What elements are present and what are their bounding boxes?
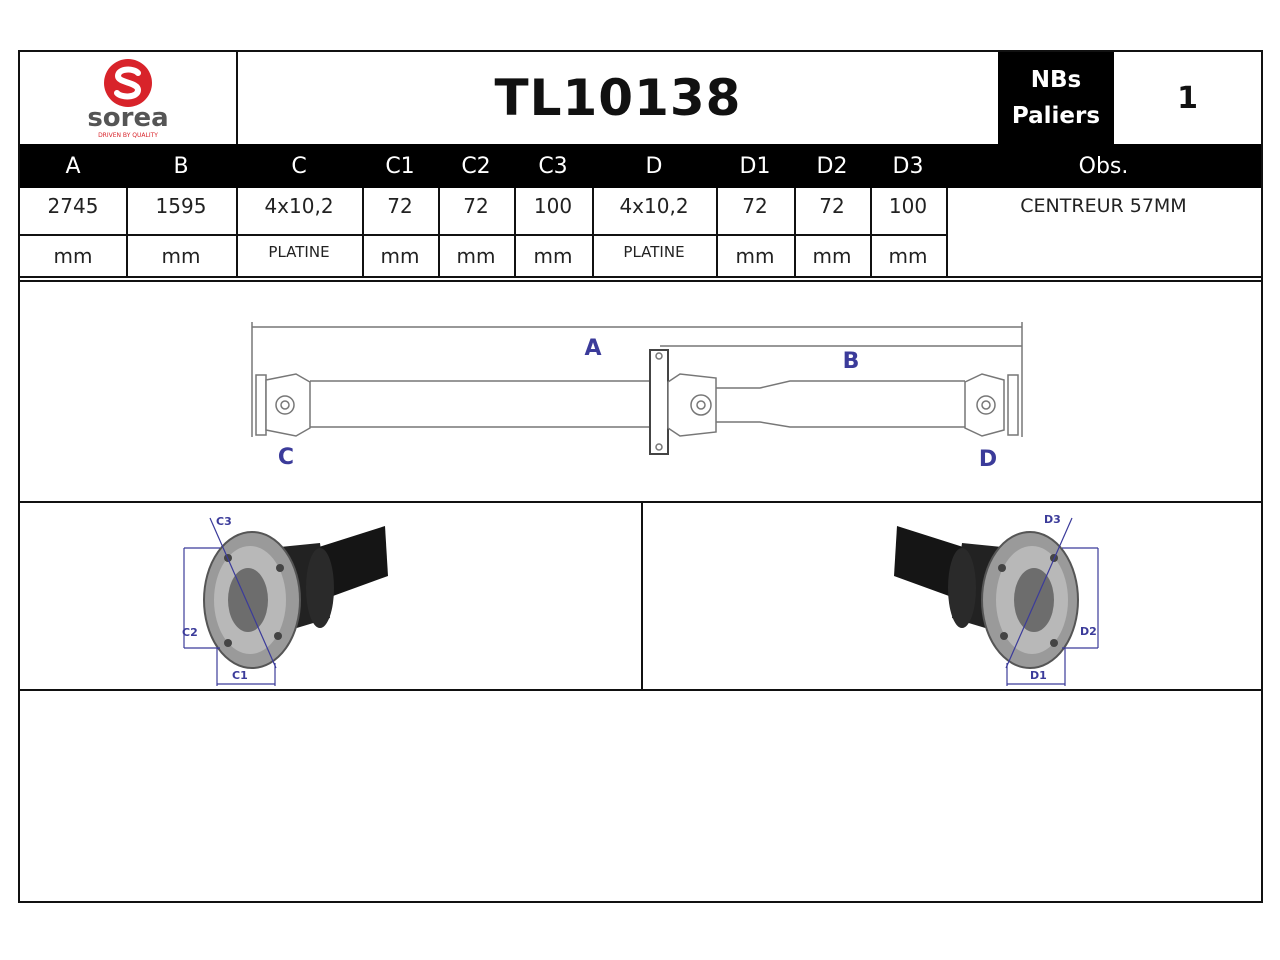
- label-d1: D1: [1030, 669, 1047, 682]
- col-header-d3: D3: [870, 144, 946, 188]
- value-obs: CENTREUR 57MM: [1020, 195, 1187, 217]
- value-c3: 100: [533, 194, 573, 218]
- brand-name: sorea: [87, 103, 168, 133]
- value-c: 4x10,2: [264, 194, 334, 218]
- label-d3: D3: [1044, 513, 1061, 526]
- label-c2: C2: [182, 626, 198, 639]
- col-header-c: C: [236, 144, 362, 188]
- shaft-diagram: A B C D: [251, 322, 1023, 472]
- col-header-obs: Obs.: [946, 144, 1261, 188]
- part-number: TL10138: [494, 69, 742, 127]
- unit-d2: mm: [812, 244, 852, 268]
- brand-tagline: DRIVEN BY QUALITY: [98, 132, 158, 139]
- bearings-label: NBs Paliers: [998, 52, 1114, 144]
- label-c3: C3: [216, 515, 232, 528]
- value-d3: 100: [888, 194, 928, 218]
- col-header-d2: D2: [794, 144, 870, 188]
- col-header-c2: C2: [438, 144, 514, 188]
- label-c1: C1: [232, 669, 248, 682]
- col-header-c1: C1: [362, 144, 438, 188]
- right-flange-illustration: D3 D2 D1: [894, 513, 1099, 686]
- col-header-c3: C3: [514, 144, 592, 188]
- logo: sorea DRIVEN BY QUALITY: [20, 52, 236, 144]
- col-header-d: D: [592, 144, 716, 188]
- spec-sheet-frame: [18, 50, 1263, 903]
- unit-b: mm: [161, 244, 201, 268]
- label-d: D: [979, 447, 997, 472]
- unit-d: PLATINE: [623, 243, 685, 261]
- left-flange-illustration: C3 C2 C1: [182, 515, 388, 686]
- unit-a: mm: [53, 244, 93, 268]
- col-header-d1: D1: [716, 144, 794, 188]
- label-c: C: [278, 445, 294, 470]
- value-c2: 72: [463, 194, 489, 218]
- unit-c: PLATINE: [268, 243, 330, 261]
- value-d1: 72: [742, 194, 768, 218]
- value-d: 4x10,2: [619, 194, 689, 218]
- bearings-value: 1: [1177, 80, 1198, 116]
- value-a: 2745: [47, 194, 99, 218]
- unit-c1: mm: [380, 244, 420, 268]
- col-header-b: B: [126, 144, 236, 188]
- unit-d1: mm: [735, 244, 775, 268]
- col-header-a: A: [20, 144, 126, 188]
- bearings-label-line1: NBs: [1030, 67, 1082, 93]
- bearings-label-line2: Paliers: [1011, 103, 1101, 129]
- value-d2: 72: [819, 194, 845, 218]
- unit-c2: mm: [456, 244, 496, 268]
- label-b: B: [843, 349, 860, 374]
- value-c1: 72: [387, 194, 413, 218]
- label-d2: D2: [1080, 625, 1097, 638]
- unit-d3: mm: [888, 244, 928, 268]
- value-b: 1595: [155, 194, 207, 218]
- sorea-logo-icon: sorea DRIVEN BY QUALITY: [87, 59, 169, 139]
- label-a: A: [584, 336, 601, 361]
- unit-c3: mm: [533, 244, 573, 268]
